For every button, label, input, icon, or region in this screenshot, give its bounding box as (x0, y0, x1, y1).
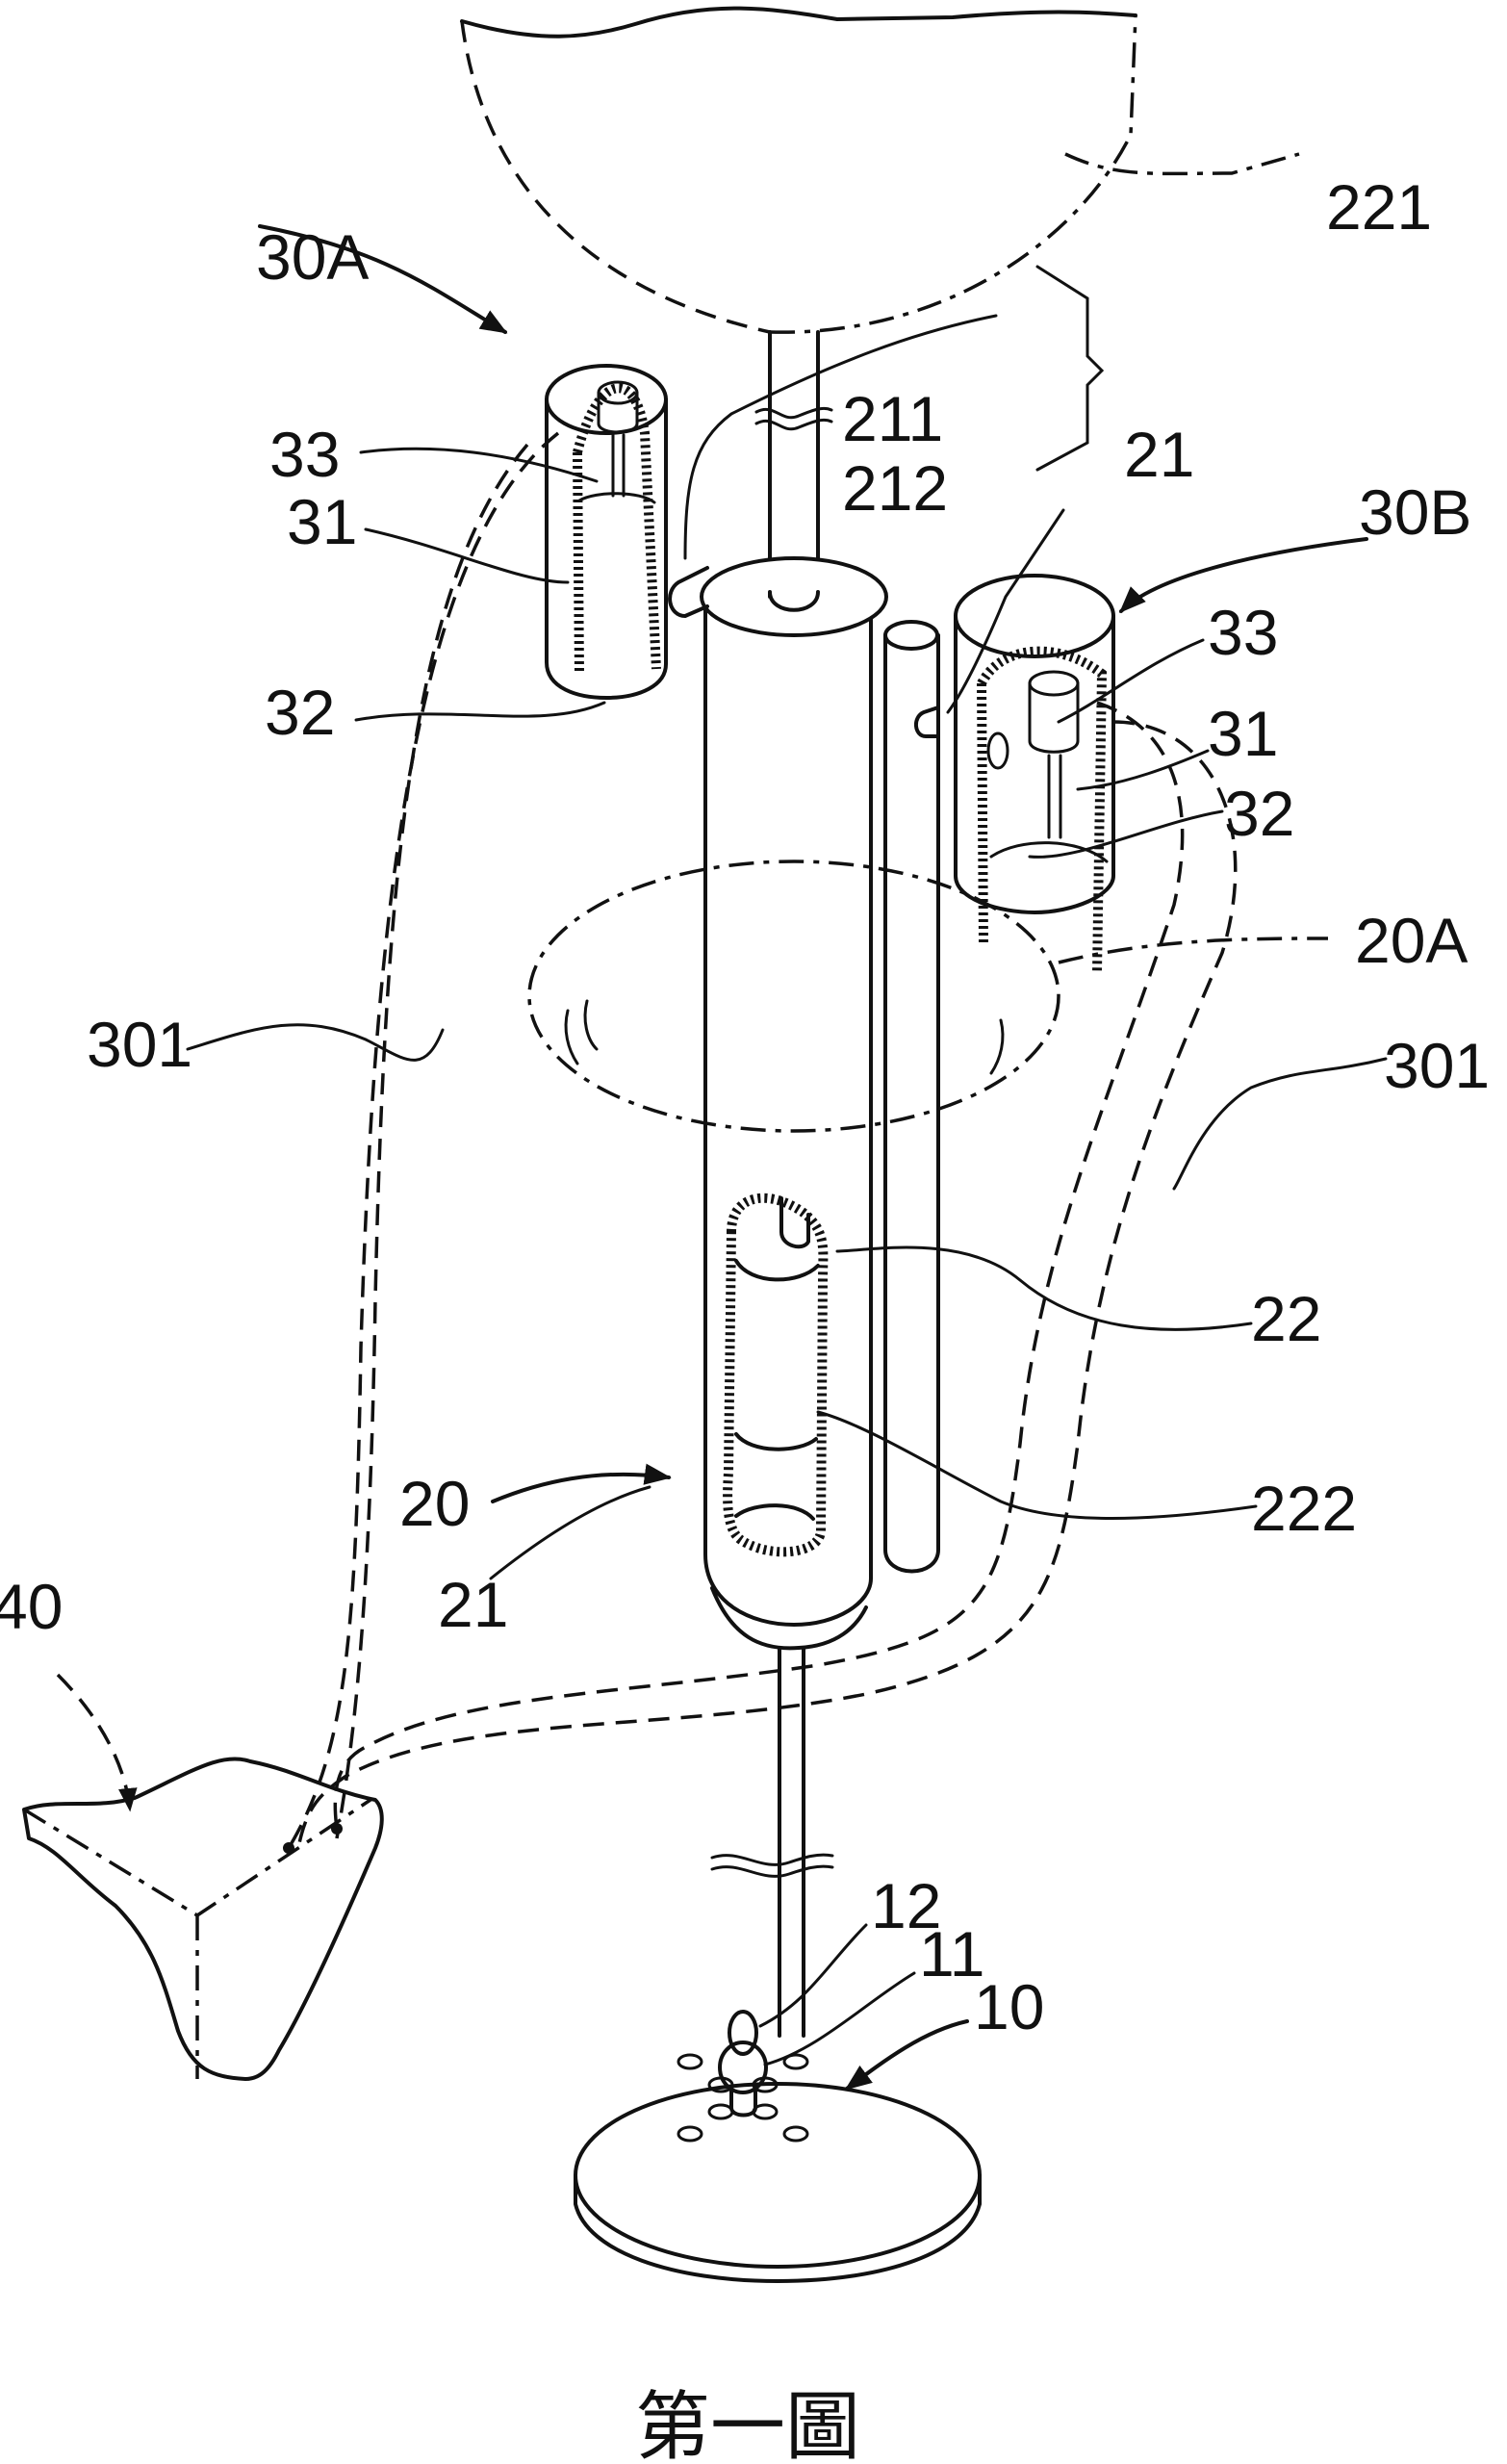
label-31-left: 31 (287, 486, 357, 557)
sensor-housing-30A (545, 364, 668, 700)
label-211: 211 (842, 383, 943, 454)
float-20A (527, 860, 1329, 1133)
window-cutaway (723, 1193, 829, 1557)
label-221: 221 (1326, 171, 1432, 243)
base-weight-10 (574, 2010, 982, 2283)
sensor-housing-30B (954, 574, 1115, 973)
label-222: 222 (1251, 1473, 1357, 1544)
label-20: 20 (399, 1468, 470, 1539)
label-301-left: 301 (87, 1009, 192, 1080)
label-12: 12 (871, 1870, 941, 1941)
label-33-right: 33 (1208, 597, 1278, 668)
cables-301 (283, 431, 1238, 1854)
label-301-right: 301 (1384, 1030, 1490, 1101)
reference-labels: 221 30A 211 212 21 30B 33 31 32 33 31 32… (0, 171, 1490, 2464)
rod-lower (710, 1646, 834, 2038)
label-20A: 20A (1355, 905, 1468, 976)
label-31-right: 31 (1208, 698, 1278, 769)
label-21-group: 21 (1124, 419, 1194, 490)
label-10: 10 (974, 1971, 1044, 2042)
label-33-left: 33 (269, 419, 340, 490)
figure-caption: 第一圖 (635, 2384, 860, 2464)
leader-lines (56, 224, 1388, 2091)
label-212: 212 (842, 452, 948, 524)
label-32-left: 32 (265, 677, 335, 748)
label-21-lower: 21 (438, 1569, 508, 1640)
label-22: 22 (1251, 1283, 1321, 1354)
main-tube-20 (668, 556, 940, 1651)
label-30B: 30B (1359, 476, 1471, 548)
label-40: 40 (0, 1571, 63, 1642)
float-221 (460, 6, 1300, 334)
label-30A: 30A (256, 221, 369, 293)
label-32-right: 32 (1224, 778, 1294, 849)
tank-40 (22, 1757, 384, 2081)
label-11: 11 (919, 1918, 985, 1989)
base-holes (677, 2053, 809, 2143)
